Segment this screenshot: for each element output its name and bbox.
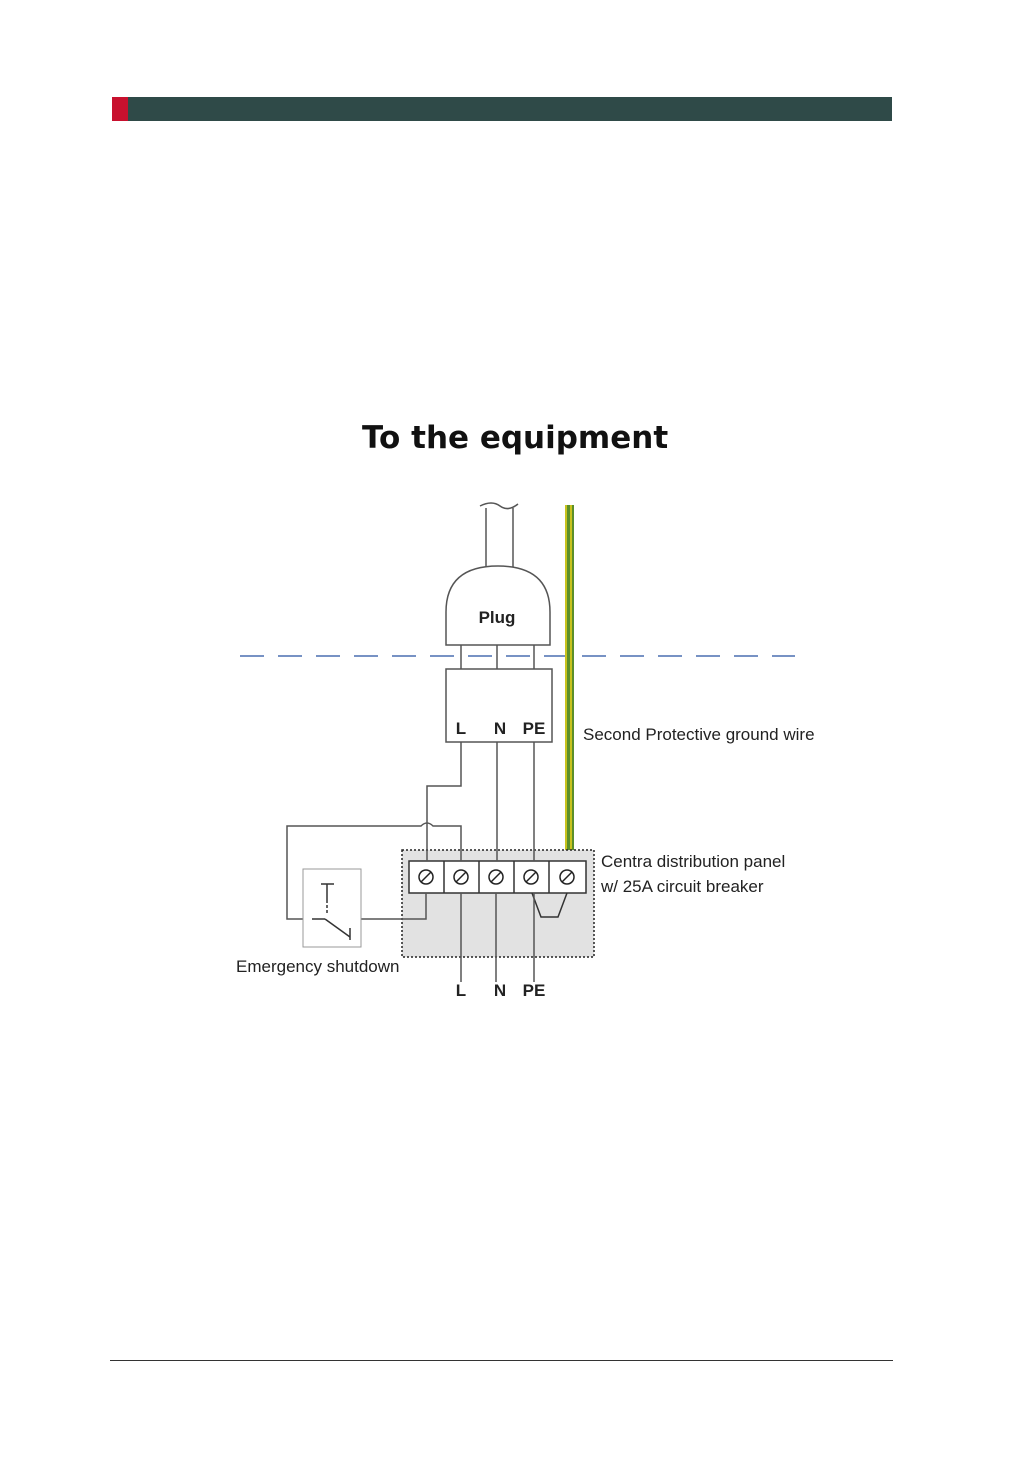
bottom-terminal-pe: PE bbox=[523, 981, 546, 1000]
ground-wire-label: Second Protective ground wire bbox=[583, 725, 815, 744]
plug-body bbox=[446, 566, 550, 645]
bottom-terminal-n: N bbox=[494, 981, 506, 1000]
socket-terminal-n: N bbox=[494, 719, 506, 738]
emergency-switch-box bbox=[303, 869, 361, 947]
plug-label: Plug bbox=[479, 608, 516, 627]
emergency-label: Emergency shutdown bbox=[236, 957, 399, 976]
panel-label-line2: w/ 25A circuit breaker bbox=[600, 877, 764, 896]
socket-terminal-l: L bbox=[456, 719, 466, 738]
panel-label-line1: Centra distribution panel bbox=[601, 852, 785, 871]
bottom-terminal-l: L bbox=[456, 981, 466, 1000]
plug-cable bbox=[480, 503, 518, 568]
socket-terminal-pe: PE bbox=[523, 719, 546, 738]
ground-wire bbox=[565, 505, 574, 865]
plug-pins bbox=[461, 645, 534, 669]
footer-rule bbox=[110, 1360, 893, 1361]
